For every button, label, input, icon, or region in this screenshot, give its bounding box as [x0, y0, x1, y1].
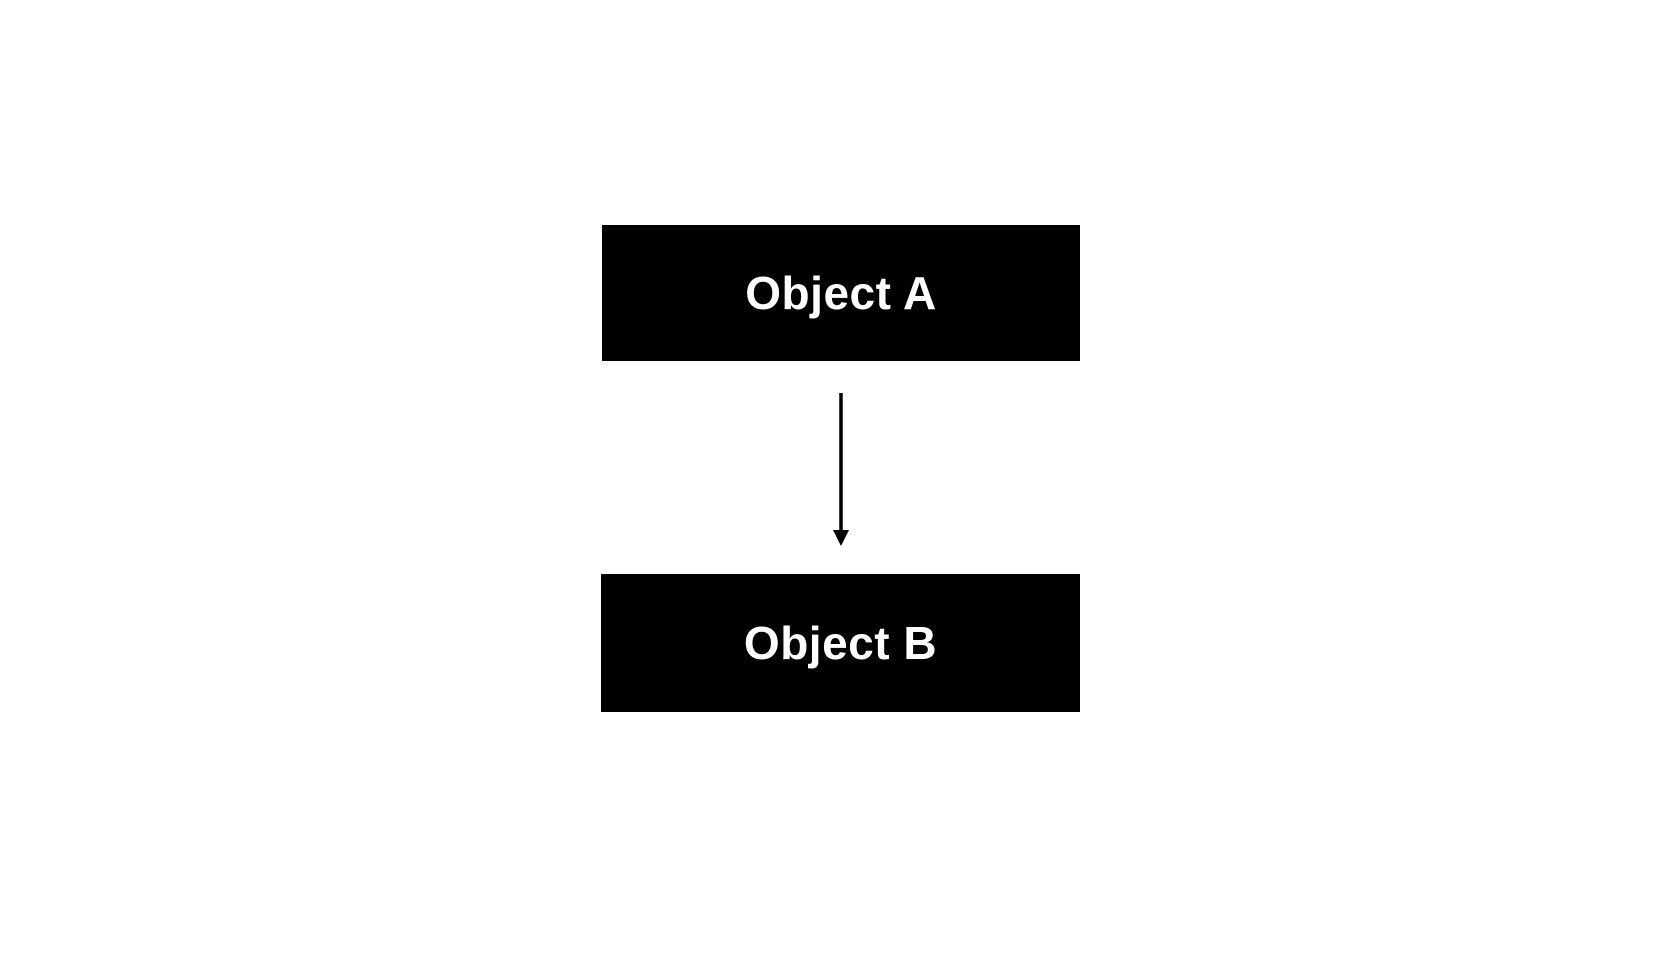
node-object-a: Object A — [602, 225, 1080, 361]
arrow-head-icon — [833, 530, 849, 546]
node-object-a-label: Object A — [745, 267, 937, 319]
node-object-b: Object B — [601, 574, 1080, 712]
node-object-b-label: Object B — [743, 617, 938, 669]
